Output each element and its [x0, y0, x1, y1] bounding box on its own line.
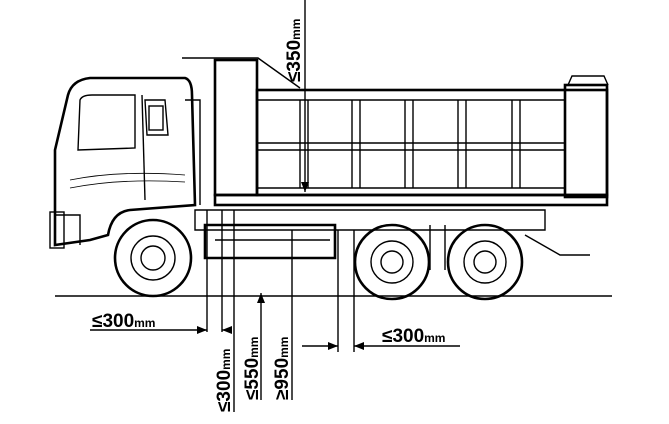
front-wheel	[113, 218, 193, 298]
rear-wheel-2	[446, 223, 524, 301]
dim-right-horizontal-label: ≤300mm	[382, 326, 445, 347]
dimension-lines	[90, 0, 460, 412]
dim-vertical-3-label: ≥950mm	[272, 337, 293, 400]
rear-wheel-1	[353, 223, 431, 301]
dim-vertical-1-label: ≤300mm	[214, 349, 235, 412]
dim-top-vertical-label: ≤350mm	[284, 19, 305, 82]
dump-body	[182, 57, 609, 207]
dim-left-horizontal-label: ≤300mm	[92, 311, 155, 332]
dim-vertical-2-label: ≤550mm	[242, 337, 263, 400]
chassis	[194, 209, 590, 270]
truck-cab	[49, 76, 201, 249]
